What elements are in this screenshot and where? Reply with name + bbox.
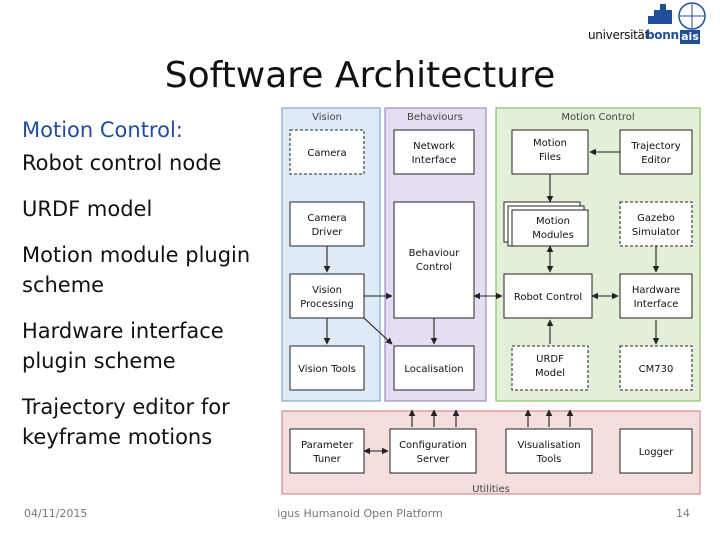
- box-trajectory-editor: Trajectory Editor: [619, 129, 693, 175]
- svg-text:Trajectory: Trajectory: [630, 141, 680, 152]
- svg-text:Camera: Camera: [307, 213, 346, 224]
- svg-text:CM730: CM730: [639, 364, 674, 375]
- svg-text:Localisation: Localisation: [404, 364, 463, 375]
- svg-text:Robot Control: Robot Control: [514, 292, 582, 303]
- svg-text:Interface: Interface: [634, 299, 679, 310]
- svg-text:Vision: Vision: [312, 285, 342, 296]
- svg-text:Processing: Processing: [300, 299, 353, 310]
- svg-text:Vision Tools: Vision Tools: [298, 364, 356, 375]
- svg-text:Interface: Interface: [412, 155, 457, 166]
- box-gazebo-simulator: Gazebo Simulator: [619, 201, 693, 247]
- footer-date: 04/11/2015: [24, 507, 88, 520]
- svg-text:Configuration: Configuration: [399, 440, 467, 451]
- box-behaviour-control: Behaviour Control: [393, 201, 475, 319]
- footer-page-number: 14: [676, 507, 690, 520]
- svg-text:Control: Control: [416, 262, 452, 273]
- svg-text:Motion: Motion: [536, 216, 570, 227]
- svg-text:Driver: Driver: [312, 227, 344, 238]
- logo-emblem-icon: [648, 2, 706, 30]
- box-configuration-server: Configuration Server: [389, 428, 477, 474]
- group-label-motion-control: Motion Control: [561, 112, 634, 123]
- logo-text-ais: ais: [680, 30, 700, 44]
- university-bonn-ais-logo: universität bonn ais: [584, 0, 720, 50]
- svg-text:Gazebo: Gazebo: [637, 213, 675, 224]
- svg-text:Behaviour: Behaviour: [409, 248, 461, 259]
- svg-text:Motion: Motion: [533, 138, 567, 149]
- box-cm730: CM730: [619, 345, 693, 391]
- motion-control-heading: Motion Control:: [22, 118, 183, 142]
- logo-text-universitaet: universität: [588, 28, 650, 42]
- diagram-arrows: [323, 148, 660, 455]
- box-motion-modules: Motion Modules: [503, 201, 589, 247]
- svg-text:Parameter: Parameter: [301, 440, 354, 451]
- box-hardware-interface: Hardware Interface: [619, 273, 693, 319]
- item-urdf-model: URDF model: [22, 197, 153, 221]
- box-vision-processing: Vision Processing: [289, 273, 365, 319]
- logo-text-bonn: bonn: [646, 28, 679, 42]
- svg-text:Editor: Editor: [641, 155, 671, 166]
- svg-text:Server: Server: [417, 454, 451, 465]
- item-robot-control-node: Robot control node: [22, 151, 222, 175]
- svg-text:Tools: Tools: [536, 454, 562, 465]
- svg-text:Model: Model: [535, 368, 565, 379]
- svg-text:Network: Network: [413, 141, 455, 152]
- box-robot-control: Robot Control: [503, 273, 593, 319]
- svg-text:Visualisation: Visualisation: [517, 440, 580, 451]
- footer-title: igus Humanoid Open Platform: [277, 507, 443, 520]
- box-visualisation-tools: Visualisation Tools: [505, 428, 593, 474]
- svg-text:Modules: Modules: [532, 230, 574, 241]
- group-label-utilities: Utilities: [472, 484, 510, 495]
- box-camera-driver: Camera Driver: [289, 201, 365, 247]
- item-motion-module-plugin: Motion module plugin scheme: [22, 243, 251, 297]
- item-hardware-interface-plugin: Hardware interface plugin scheme: [22, 319, 224, 373]
- svg-text:Camera: Camera: [307, 148, 346, 159]
- slide-title: Software Architecture: [164, 55, 556, 96]
- box-vision-tools: Vision Tools: [289, 345, 365, 391]
- svg-text:URDF: URDF: [536, 354, 564, 365]
- box-network-interface: Network Interface: [393, 129, 475, 175]
- svg-text:Files: Files: [539, 152, 561, 163]
- svg-text:Tuner: Tuner: [312, 454, 341, 465]
- group-label-vision: Vision: [312, 112, 342, 123]
- box-parameter-tuner: Parameter Tuner: [289, 428, 365, 474]
- box-logger: Logger: [619, 428, 693, 474]
- box-urdf-model: URDF Model: [511, 345, 589, 391]
- svg-text:Simulator: Simulator: [632, 227, 681, 238]
- box-camera: Camera: [289, 129, 365, 175]
- box-localisation: Localisation: [393, 345, 475, 391]
- box-motion-files: Motion Files: [511, 129, 589, 175]
- item-trajectory-editor: Trajectory editor for keyframe motions: [22, 395, 230, 449]
- svg-text:Logger: Logger: [639, 447, 674, 458]
- group-label-behaviours: Behaviours: [407, 112, 463, 123]
- bullet-list: Motion Control: Robot control node URDF …: [22, 118, 272, 468]
- svg-text:Hardware: Hardware: [632, 285, 680, 296]
